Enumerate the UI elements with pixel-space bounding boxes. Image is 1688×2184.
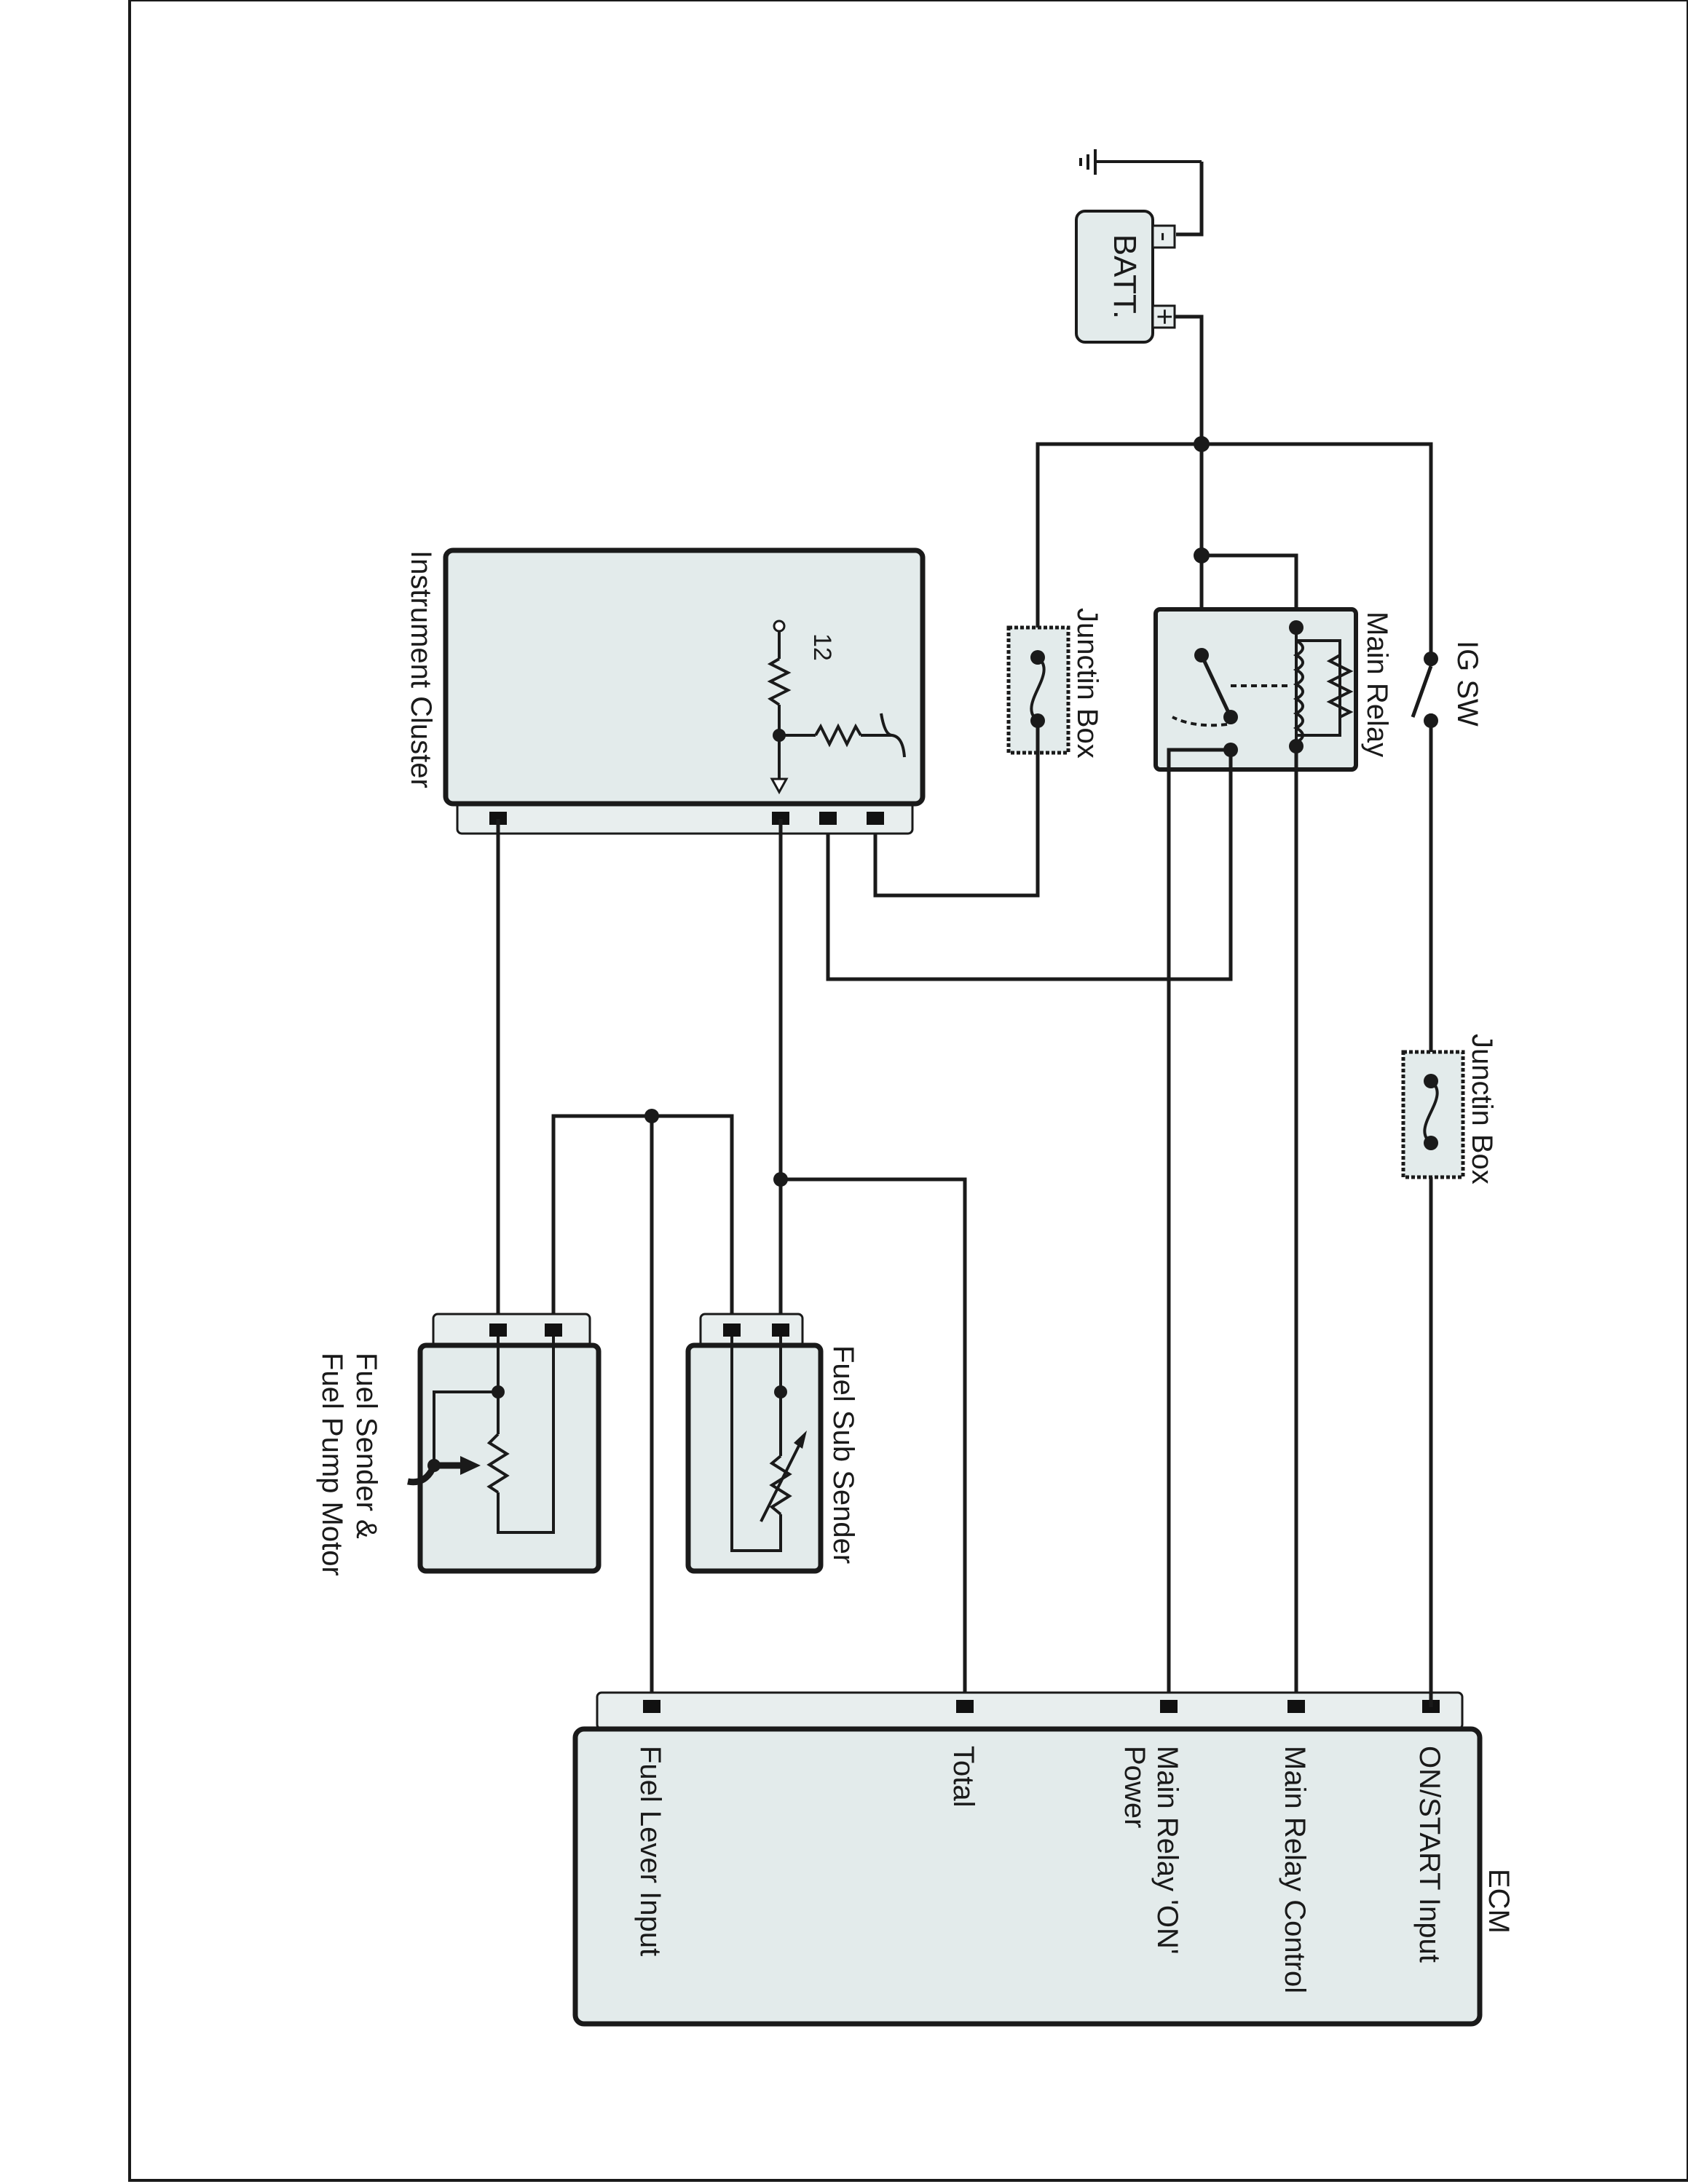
junction-dot (1194, 547, 1210, 563)
wire-fuel-lever-loop (551, 1114, 734, 1329)
ig-switch: IG SW (1411, 641, 1483, 728)
sub-sender-pin (723, 1324, 741, 1337)
fuel-sub-sender: Fuel Sub Sender (685, 1313, 859, 1574)
ground-symbol (1079, 149, 1202, 175)
wire-relay-coil-feed (1202, 553, 1298, 626)
ecm-input-total: Total (947, 1746, 979, 1808)
wire-relay-cluster (826, 750, 1233, 981)
battery-neg-label: - (1148, 232, 1180, 241)
ig-switch-label: IG SW (1451, 641, 1483, 727)
ecm-pin (1287, 1700, 1305, 1713)
ecm-pin (643, 1700, 660, 1713)
wire-power-bus (1036, 442, 1433, 1412)
wire-ground-battery (1176, 162, 1204, 237)
ecm-label: ECM (1483, 1869, 1515, 1934)
sub-sender-pin (772, 1324, 789, 1337)
wire-battery-positive (1175, 314, 1204, 444)
junction-dot (644, 1109, 659, 1123)
battery: - + BATT. (1075, 210, 1180, 344)
fuel-sender-pin (545, 1324, 562, 1337)
fuel-sender-label-line2: Fuel Pump Motor (316, 1353, 348, 1576)
ecm-input-on-start: ON/START Input (1413, 1746, 1446, 1963)
battery-label: BATT. (1107, 234, 1143, 320)
junction-box-1-label: Junctin Box (1071, 608, 1103, 759)
cluster-pin (772, 812, 789, 825)
junction-box-1: Junctin Box (1006, 608, 1103, 759)
ecm-input-relay-on-line1: Main Relay 'ON' (1151, 1746, 1183, 1954)
junction-box-2-label: Junctin Box (1466, 1034, 1498, 1184)
wire-total-ecm (781, 1177, 967, 1707)
ecm-pin (1160, 1700, 1178, 1713)
ecm-input-fuel-lever: Fuel Lever Input (634, 1746, 666, 1956)
main-relay: Main Relay (1153, 607, 1393, 772)
ecm-input-relay-control: Main Relay Control (1279, 1746, 1311, 1993)
fuel-sub-sender-label: Fuel Sub Sender (827, 1345, 859, 1564)
instrument-cluster-label: Instrument Cluster (405, 550, 437, 788)
battery-pos-label: + (1148, 308, 1180, 325)
junction-dot (773, 1172, 788, 1187)
junction-box-2: Junctin Box (1401, 1034, 1498, 1184)
cluster-pin (819, 812, 837, 825)
fuel-sender-label-line1: Fuel Sender & (350, 1353, 382, 1539)
wire-jbox-cluster (873, 721, 1040, 898)
ecm-input-relay-on-line2: Power (1119, 1746, 1151, 1828)
fuel-sender-pin (489, 1324, 507, 1337)
junction-dot (1194, 436, 1210, 452)
main-relay-label: Main Relay (1361, 612, 1393, 757)
page-border (128, 0, 1688, 2182)
ecm-pin (956, 1700, 974, 1713)
fuel-sender-pump: Fuel Sender & Fuel Pump Motor (316, 1313, 602, 1576)
wire-relay-power-ecm (1167, 748, 1231, 1707)
cluster-pin (867, 812, 884, 825)
ecm: ECM ON/START Input Main Relay Control Ma… (572, 1691, 1515, 2027)
cluster-pin (489, 812, 507, 825)
instrument-cluster: 12 Instrument Cluster (405, 547, 926, 835)
cluster-pin-label: 12 (808, 633, 836, 661)
